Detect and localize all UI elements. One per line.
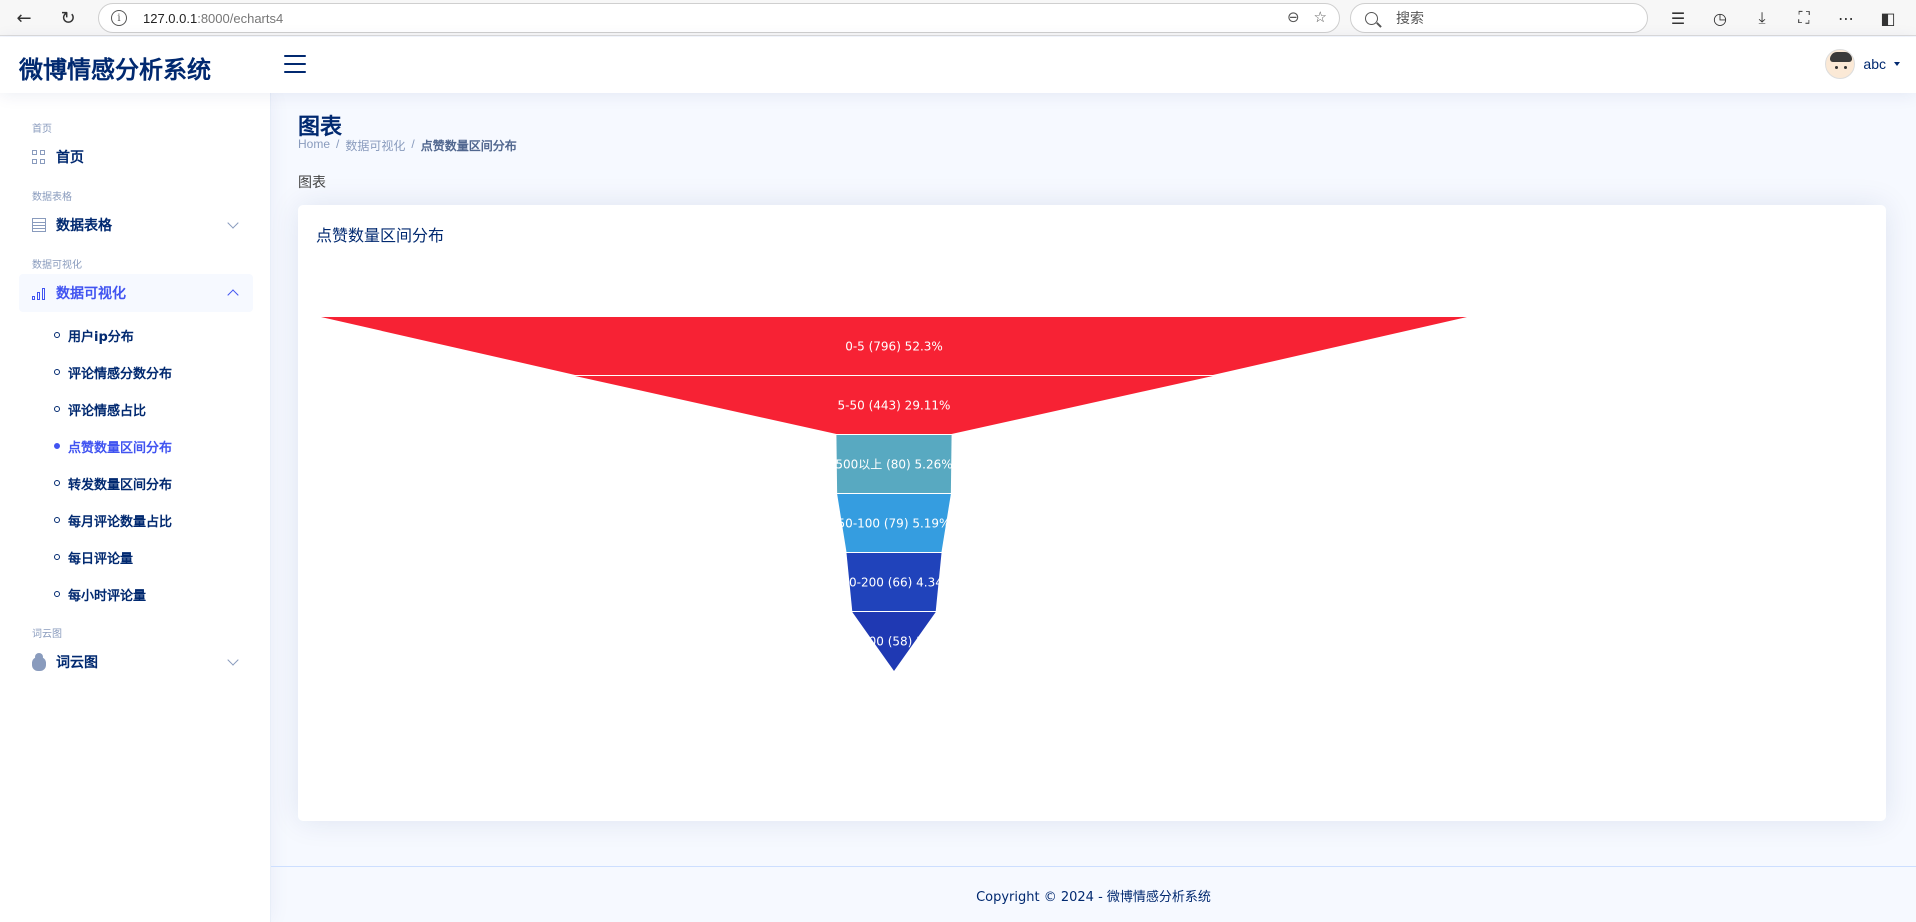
sidebar-item-home[interactable]: 首页 — [19, 138, 253, 176]
bar-chart-icon — [32, 286, 46, 300]
page-title: 图表 — [298, 115, 343, 140]
copyright-text: Copyright © 2024 - 微博情感分析系统 — [976, 890, 1211, 905]
funnel-label: 50-100 (79) 5.19% — [838, 517, 951, 531]
chevron-down-icon — [227, 217, 239, 229]
circle-icon — [54, 591, 60, 597]
sidebar-heading: 数据表格 — [32, 192, 72, 203]
circle-icon — [54, 480, 60, 486]
sidebar-subitem[interactable]: 每月评论数量占比 — [54, 510, 172, 530]
sidebar-item-data-table[interactable]: 数据表格 — [19, 206, 253, 244]
app-header: 微博情感分析系统 abc — [0, 37, 1916, 93]
chevron-up-icon — [227, 289, 239, 301]
breadcrumb-current: 点赞数量区间分布 — [420, 139, 517, 153]
sidebar-heading: 首页 — [32, 124, 52, 135]
funnel-label: 100-200 (66) 4.34% — [834, 576, 955, 590]
funnel-chart: 0-5 (796) 52.3% 5-50 (443) 29.11% 500以上 (8… — [321, 317, 1467, 671]
profile-dropdown[interactable]: abc — [1825, 49, 1900, 79]
profile-name: abc — [1863, 56, 1886, 72]
reload-icon[interactable]: ↻ — [60, 7, 76, 29]
sidebar-subitem[interactable]: 转发数量区间分布 — [54, 473, 172, 493]
sidebar-toggle-icon[interactable]: ◧ — [1880, 8, 1896, 28]
sidebar-subitem[interactable]: 评论情感分数分布 — [54, 362, 172, 382]
table-icon — [32, 218, 46, 232]
circle-icon — [54, 406, 60, 412]
funnel-segment[interactable] — [836, 435, 952, 493]
back-arrow-icon[interactable]: ← — [16, 7, 32, 29]
cloud-icon — [32, 653, 46, 671]
favorite-star-icon[interactable]: ☆ — [1313, 8, 1327, 26]
sidebar: 首页 首页 数据表格 数据表格 数据可视化 数据可视化 用户ip分布 评论情感分… — [0, 93, 271, 922]
sidebar-item-wordcloud[interactable]: 词云图 — [19, 643, 253, 681]
breadcrumb-visualization[interactable]: 数据可视化 — [345, 139, 406, 153]
screenshot-icon[interactable]: ⛶ — [1798, 8, 1810, 27]
footer: Copyright © 2024 - 微博情感分析系统 — [271, 866, 1916, 922]
browser-search-input[interactable]: 搜索 — [1350, 3, 1648, 33]
address-bar[interactable]: i 127.0.0.1:8000/echarts4 ⊖ ☆ — [98, 3, 1340, 33]
funnel-segment[interactable] — [837, 494, 951, 552]
section-label: 图表 — [298, 175, 326, 191]
circle-icon — [54, 332, 60, 338]
circle-icon — [54, 369, 60, 375]
circle-icon — [54, 554, 60, 560]
url-text: 127.0.0.1:8000/echarts4 — [143, 10, 284, 26]
site-info-icon[interactable]: i — [111, 10, 127, 26]
sidebar-heading: 数据可视化 — [32, 260, 82, 271]
zoom-out-icon[interactable]: ⊖ — [1286, 8, 1300, 26]
funnel-label: 5-50 (443) 29.11% — [838, 399, 951, 413]
funnel-label: 0-5 (796) 52.3% — [845, 340, 943, 354]
funnel-segment[interactable] — [321, 317, 1467, 375]
chevron-down-icon — [227, 654, 239, 666]
app-logo[interactable]: 微博情感分析系统 — [19, 56, 211, 84]
sidebar-subitem[interactable]: 评论情感占比 — [54, 399, 146, 419]
card-title: 点赞数量区间分布 — [316, 226, 445, 245]
circle-icon — [54, 443, 60, 449]
more-options-icon[interactable]: ⋯ — [1838, 8, 1854, 28]
history-icon[interactable]: ◷ — [1713, 8, 1727, 28]
search-icon — [1365, 11, 1378, 25]
sidebar-item-visualization[interactable]: 数据可视化 — [19, 274, 253, 312]
funnel-label: 200-500 (58) 3.81% — [834, 635, 955, 649]
sidebar-subitem[interactable]: 每小时评论量 — [54, 584, 146, 604]
sidebar-subitem[interactable]: 用户ip分布 — [54, 325, 134, 345]
sidebar-heading: 词云图 — [32, 629, 62, 640]
breadcrumb: Home / 数据可视化 / 点赞数量区间分布 — [298, 137, 517, 153]
circle-icon — [54, 517, 60, 523]
funnel-label: 500以上 (80) 5.26% — [835, 458, 952, 472]
favorites-list-icon[interactable]: ☰ — [1670, 8, 1686, 28]
avatar — [1825, 49, 1856, 79]
browser-toolbar: ← ↻ i 127.0.0.1:8000/echarts4 ⊖ ☆ 搜索 ☰ ◷… — [0, 0, 1916, 36]
funnel-segment[interactable] — [846, 553, 942, 611]
breadcrumb-home[interactable]: Home — [298, 137, 331, 151]
sidebar-subitem[interactable]: 每日评论量 — [54, 547, 133, 567]
caret-down-icon — [1894, 62, 1900, 66]
grid-icon — [32, 150, 46, 164]
sidebar-subitem-active[interactable]: 点赞数量区间分布 — [54, 436, 172, 456]
funnel-segment[interactable] — [575, 376, 1213, 434]
chart-card: 点赞数量区间分布 0-5 (796) 52.3% 5-50 (443) 29.11… — [298, 205, 1886, 821]
menu-toggle-icon[interactable] — [284, 55, 306, 73]
download-icon[interactable]: ⤓ — [1758, 8, 1766, 27]
funnel-segment[interactable] — [852, 612, 936, 671]
